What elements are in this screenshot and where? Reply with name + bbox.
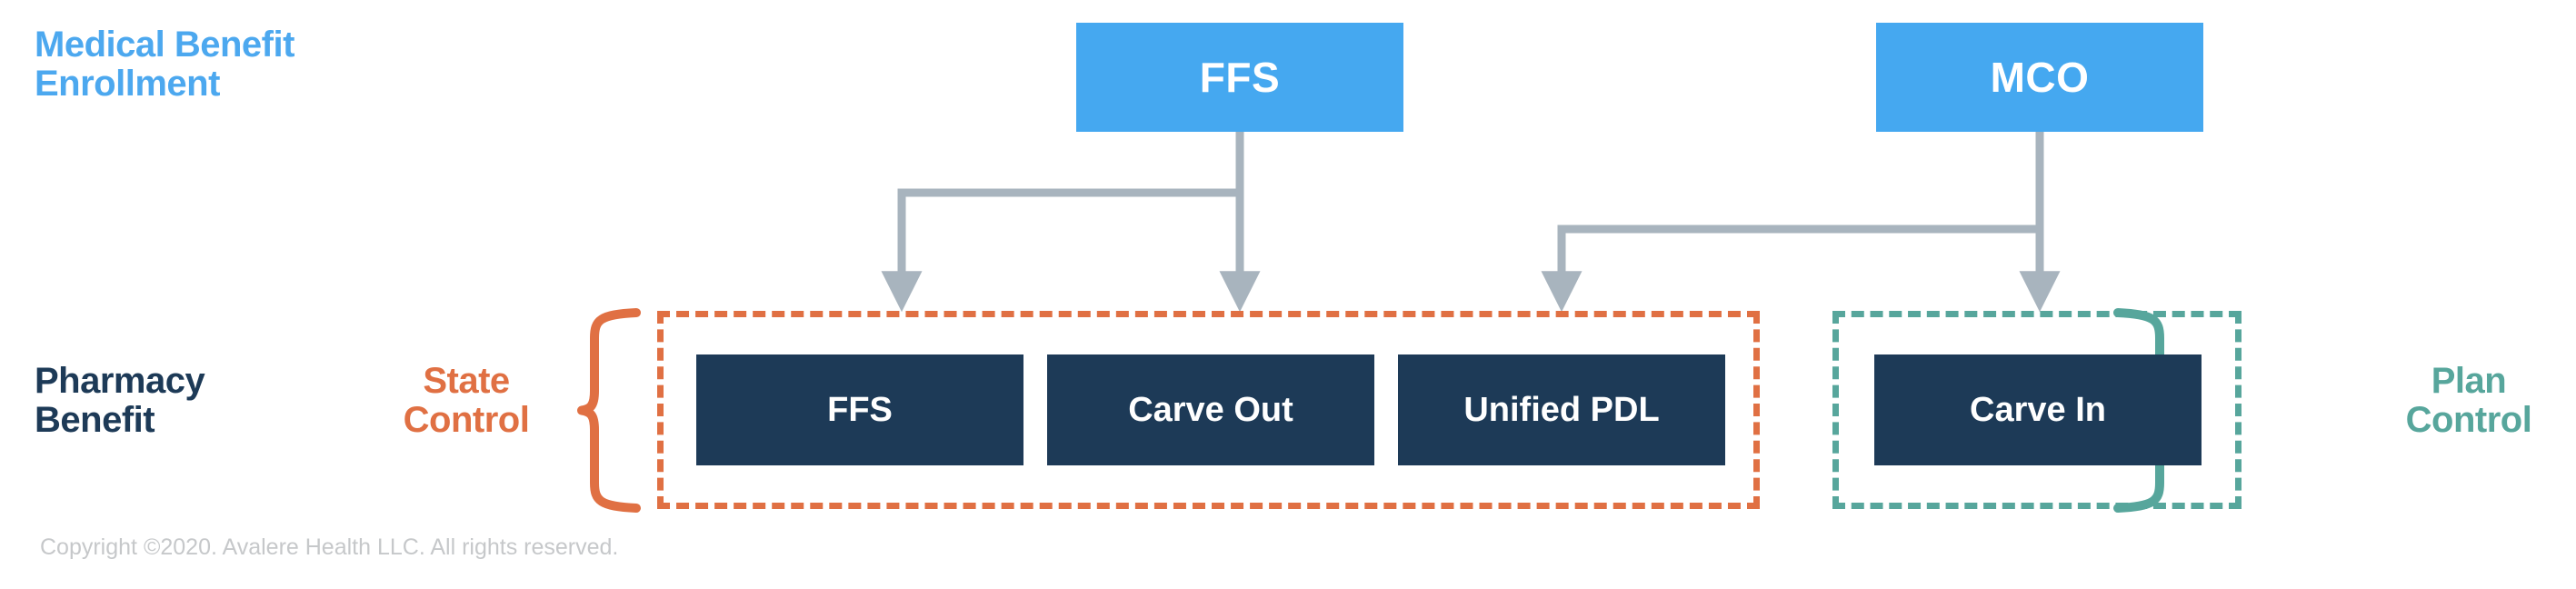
node-unified-pdl-label: Unified PDL <box>1463 390 1660 429</box>
group-boundary-plan-control <box>1832 311 2242 509</box>
row-label-medical-benefit-enrollment: Medical Benefit Enrollment <box>35 25 295 105</box>
node-carve-out[interactable]: Carve Out <box>1047 354 1374 465</box>
node-carve-in[interactable]: Carve In <box>1874 354 2202 465</box>
group-boundary-state-control <box>657 311 1760 509</box>
edge-ffs-to-carve-out <box>881 132 1244 313</box>
edge-mco-to-unified-pdl <box>1541 132 2044 313</box>
node-ffs-pharmacy[interactable]: FFS <box>696 354 1023 465</box>
copyright-text: Copyright ©2020. Avalere Health LLC. All… <box>40 534 619 560</box>
node-ffs-medical[interactable]: FFS <box>1076 23 1403 132</box>
node-carve-out-label: Carve Out <box>1128 390 1293 429</box>
group-label-plan-control: Plan Control <box>2405 361 2532 441</box>
node-unified-pdl[interactable]: Unified PDL <box>1398 354 1725 465</box>
brace-state-control <box>577 308 641 513</box>
node-mco-medical[interactable]: MCO <box>1876 23 2203 132</box>
group-label-state-control: State Control <box>403 361 530 441</box>
node-ffs-pharmacy-label: FFS <box>827 390 893 429</box>
node-mco-medical-label: MCO <box>1990 54 2090 101</box>
node-ffs-medical-label: FFS <box>1199 54 1281 101</box>
row-label-pharmacy-benefit: Pharmacy Benefit <box>35 361 205 441</box>
node-carve-in-label: Carve In <box>1970 390 2106 429</box>
